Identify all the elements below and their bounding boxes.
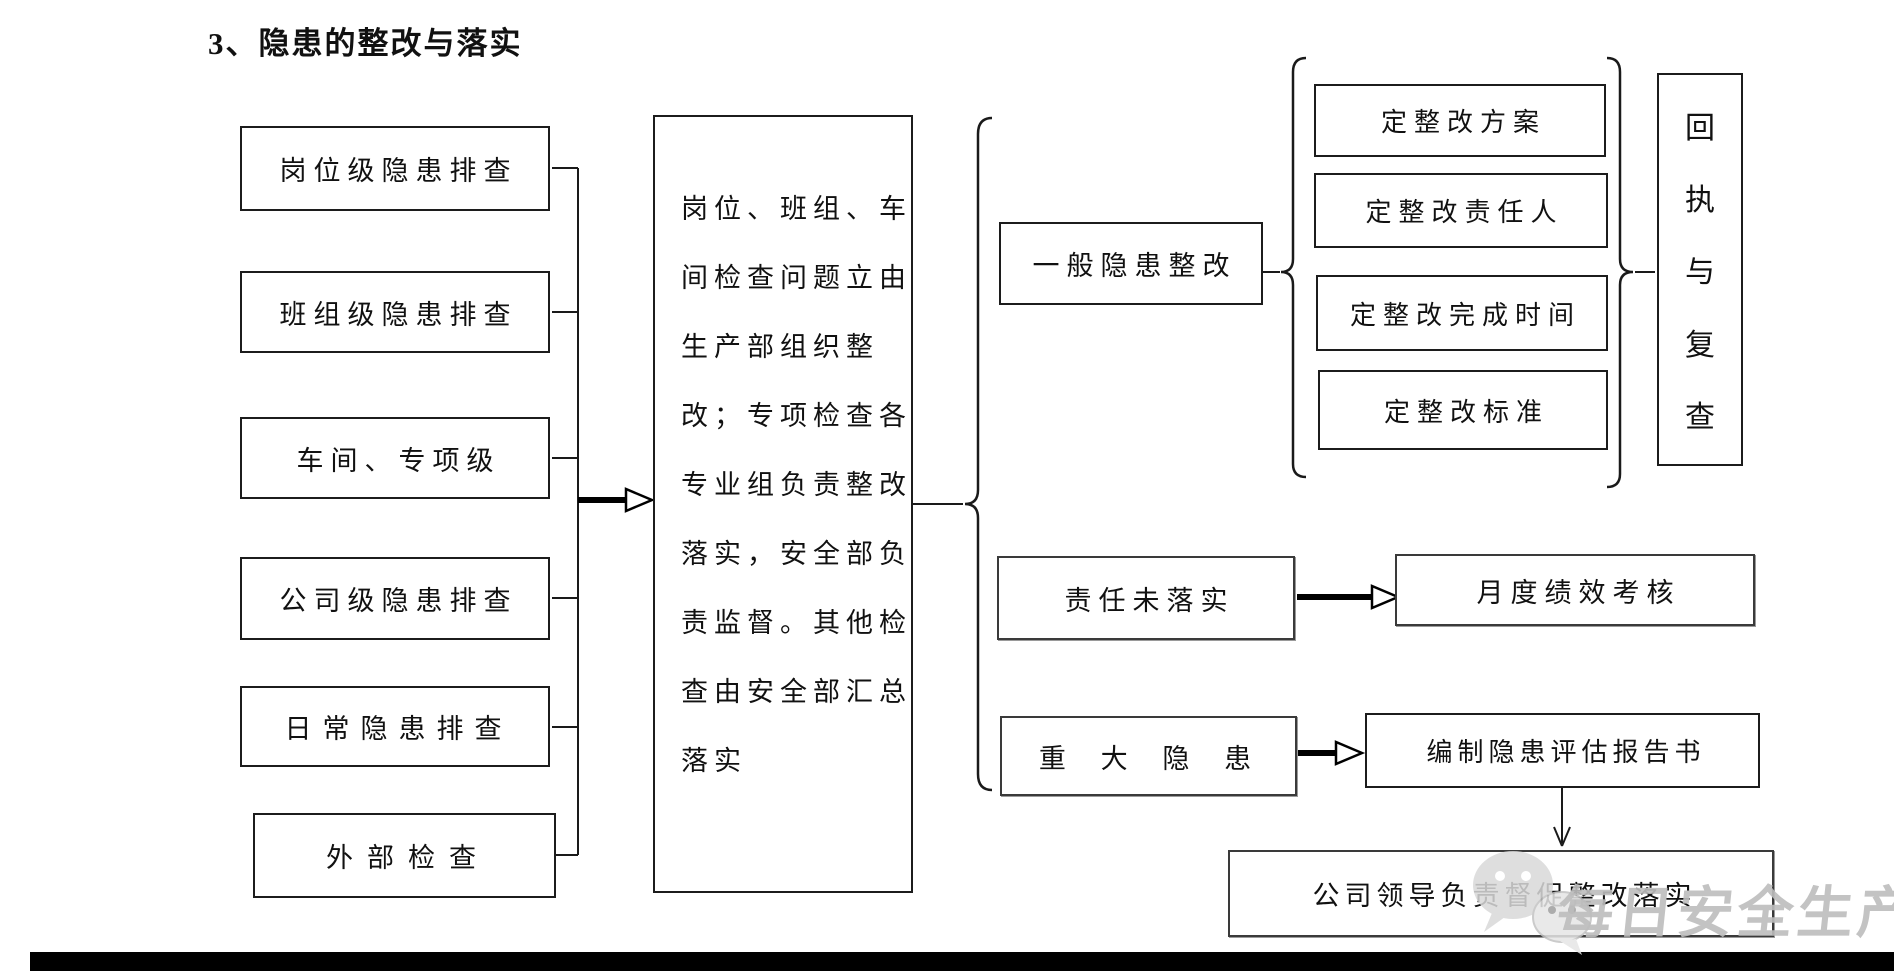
node-major-hidden-danger: 重 大 隐 患: [1000, 716, 1297, 796]
wechat-icon: [1473, 851, 1592, 955]
vertical-char: 执: [1685, 184, 1715, 218]
node-team-level-check: 班组级隐患排查: [240, 271, 550, 353]
arrow-unfulfilled-to-assessment: [1297, 584, 1402, 610]
vertical-char: 查: [1685, 400, 1715, 434]
node-label: 定整改责任人: [1365, 198, 1564, 227]
node-label: 岗位级隐患排查: [279, 156, 518, 186]
arrow-left-to-center: [578, 487, 656, 513]
node-label: 月度绩效考核: [1476, 577, 1681, 608]
big-brace: [964, 116, 993, 792]
bottom-black-bar: [30, 952, 1894, 971]
description-line: 间检查问题立由: [681, 263, 912, 293]
node-label: 一般隐患整改: [1032, 251, 1237, 281]
node-measure-responsible: 定整改责任人: [1314, 173, 1608, 248]
node-label: 日常隐患排查: [284, 714, 513, 744]
node-center-description: 岗位、班组、车 间检查问题立由 生产部组织整 改；专项检查各 专业组负责整改 落…: [653, 115, 913, 893]
node-external-check: 外部检查: [253, 813, 556, 898]
node-label: 定整改完成时间: [1349, 300, 1581, 330]
node-label: 编制隐患评估报告书: [1426, 738, 1706, 767]
node-daily-check: 日常隐患排查: [240, 686, 550, 767]
description-line: 专业组负责整改: [681, 470, 912, 500]
arrow-report-down: [1553, 788, 1571, 847]
node-measure-standard: 定整改标准: [1318, 370, 1608, 450]
left-column-connectors: [552, 167, 579, 856]
node-assessment-report: 编制隐患评估报告书: [1365, 713, 1760, 788]
description-line: 查由安全部汇总: [681, 677, 912, 707]
node-label: 定整改标准: [1383, 397, 1549, 427]
node-label: 班组级隐患排查: [279, 299, 518, 330]
node-responsibility-unfulfilled: 责任未落实: [997, 556, 1295, 640]
node-receipt-recheck: 回 执 与 复 查: [1657, 73, 1743, 466]
measures-left-brace: [1280, 56, 1307, 479]
node-company-level-check: 公司级隐患排查: [240, 557, 550, 640]
page-title: 3、隐患的整改与落实: [208, 26, 523, 61]
node-label: 公司级隐患排查: [279, 586, 518, 616]
description-line: 落实: [681, 746, 747, 776]
node-measure-deadline: 定整改完成时间: [1316, 275, 1608, 351]
measures-right-brace: [1606, 56, 1634, 489]
vertical-char: 复: [1685, 328, 1715, 362]
description-line: 落实，安全部负: [681, 539, 912, 569]
node-label: 车间、专项级: [296, 445, 501, 476]
node-general-rectification: 一般隐患整改: [999, 222, 1263, 305]
node-label: 定整改方案: [1380, 108, 1546, 137]
vertical-char: 与: [1685, 256, 1715, 290]
node-monthly-performance: 月度绩效考核: [1395, 554, 1755, 626]
watermark-text: 每日安全生产: [1554, 881, 1894, 944]
description-line: 责监督。其他检: [681, 608, 912, 638]
node-label: 责任未落实: [1064, 585, 1235, 616]
vertical-char: 回: [1685, 112, 1715, 146]
node-label: 重 大 隐 患: [1038, 743, 1266, 774]
arrow-major-to-report: [1297, 740, 1366, 766]
node-label: 外部检查: [326, 843, 490, 873]
node-workshop-special-level: 车间、专项级: [240, 417, 550, 499]
description-line: 改；专项检查各: [681, 401, 912, 431]
node-measure-plan: 定整改方案: [1314, 84, 1606, 157]
description-line: 生产部组织整: [681, 332, 879, 362]
description-line: 岗位、班组、车: [681, 194, 912, 224]
node-post-level-check: 岗位级隐患排查: [240, 126, 550, 211]
